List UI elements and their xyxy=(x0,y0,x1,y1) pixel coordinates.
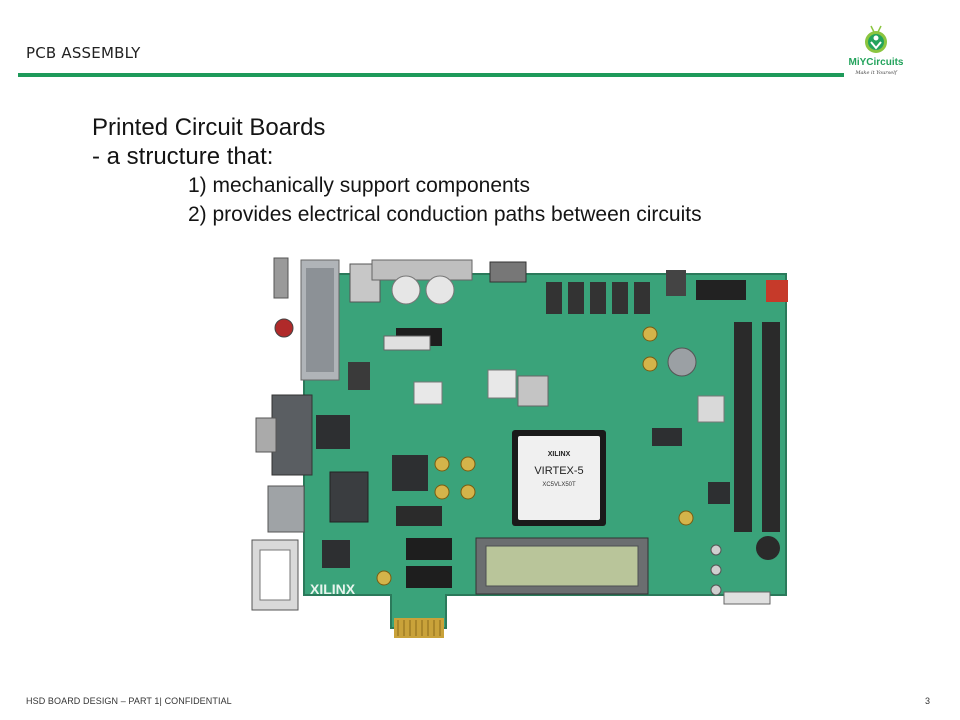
board-silk-logo: XILINX xyxy=(310,581,356,597)
bullet-point: 1) mechanically support components xyxy=(188,174,531,197)
header-rule xyxy=(18,73,844,77)
pcie-edge-connector xyxy=(394,618,444,638)
logo-name: MiYCircuits xyxy=(848,57,904,68)
pin-header xyxy=(762,322,780,532)
bullet-point: 2) provides electrical conduction paths … xyxy=(188,203,702,226)
pcb-photo: XILINX VIRTEX-5 XC5VLX50T XILINX xyxy=(246,250,790,642)
chip-model: VIRTEX-5 xyxy=(534,465,583,477)
company-logo: MiYCircuits Make it Yourself xyxy=(845,20,907,80)
slide-intro: - a structure that: xyxy=(92,143,274,170)
chip-brand: XILINX xyxy=(548,451,571,458)
logo-mark-icon xyxy=(865,25,887,53)
slide-heading: Printed Circuit Boards xyxy=(92,114,326,141)
pin-header xyxy=(734,322,752,532)
footer-text: HSD BOARD DESIGN – PART 1| CONFIDENTIAL xyxy=(26,696,232,706)
ethernet-port xyxy=(267,485,305,533)
logo-tagline: Make it Yourself xyxy=(855,70,897,76)
section-title: PCB ASSEMBLY xyxy=(26,44,141,62)
serial-port xyxy=(271,394,313,476)
page-number: 3 xyxy=(924,696,930,706)
chip-part: XC5VLX50T xyxy=(542,482,576,488)
slide-body: Printed Circuit Boards - a structure tha… xyxy=(92,113,702,229)
